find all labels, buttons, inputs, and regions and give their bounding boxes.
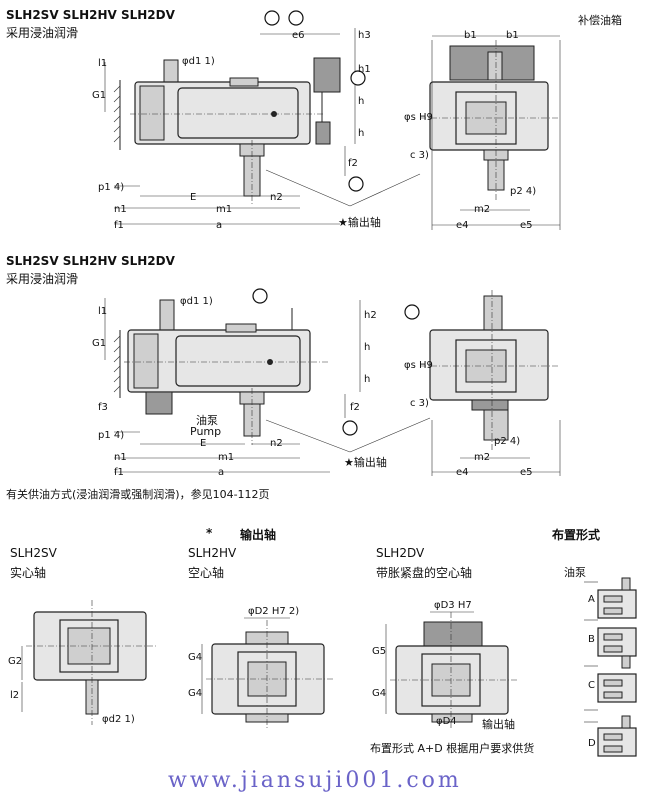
lubrication-note: 有关供油方式(浸油润滑或强制润滑)，参见104-112页 bbox=[6, 488, 270, 501]
dim-c-mid: c 3) bbox=[410, 398, 429, 409]
dim-f2-top: f2 bbox=[348, 158, 358, 169]
thermometer-icon-middle bbox=[252, 288, 268, 304]
comp-tank-label: 补偿油箱 bbox=[578, 14, 622, 27]
dim-G2: G2 bbox=[8, 656, 23, 667]
arr-pump-label: 油泵 bbox=[564, 566, 586, 579]
dim-h-mid-a: h bbox=[364, 342, 371, 353]
output-shaft-header: 输出轴 bbox=[240, 528, 277, 542]
dim-s-top: φs H9 bbox=[404, 112, 433, 123]
dv-desc: 带胀紧盘的空心轴 bbox=[376, 566, 473, 580]
dv-name: SLH2DV bbox=[376, 546, 425, 560]
drain-icon-middle bbox=[342, 420, 358, 436]
dim-l2: l2 bbox=[10, 690, 20, 701]
arr-B: B bbox=[588, 634, 595, 645]
dim-n2-mid: n2 bbox=[270, 438, 283, 449]
output-shaft-label-mid: ★输出轴 bbox=[344, 456, 387, 469]
watermark: www.jiansuji001.com bbox=[168, 768, 462, 793]
dim-D2: φD2 H7 2) bbox=[248, 606, 300, 617]
arrangement-header: 布置形式 bbox=[552, 528, 601, 542]
pump-label-en: Pump bbox=[190, 425, 222, 438]
dim-e6: e6 bbox=[292, 30, 305, 41]
dim-e5-mid: e5 bbox=[520, 467, 533, 478]
dim-p1-mid: p1 4) bbox=[98, 430, 125, 441]
vent-icon-middle bbox=[404, 304, 420, 320]
dim-G4-dv: G4 bbox=[372, 688, 387, 699]
supply-note: 布置形式 A+D 根据用户要求供货 bbox=[370, 742, 535, 755]
hv-name: SLH2HV bbox=[188, 546, 237, 560]
dim-n1-mid: n1 bbox=[114, 452, 127, 463]
middle-front-view bbox=[420, 290, 561, 476]
dim-b1-top-a: b1 bbox=[464, 30, 477, 41]
dim-h-top-b: h bbox=[358, 128, 365, 139]
arr-D: D bbox=[588, 738, 596, 749]
dim-h2-mid: h2 bbox=[364, 310, 377, 321]
dim-m1-mid: m1 bbox=[218, 452, 235, 463]
dim-b1-top-b: b1 bbox=[506, 30, 519, 41]
dim-f1-top: f1 bbox=[114, 220, 124, 231]
dim-D3: φD3 H7 bbox=[434, 600, 472, 611]
dim-n2-top: n2 bbox=[270, 192, 283, 203]
middle-subtitle: 采用浸油润滑 bbox=[6, 272, 79, 286]
dim-a-mid: a bbox=[218, 467, 225, 478]
dim-l1-top: l1 bbox=[98, 58, 108, 69]
arr-A: A bbox=[588, 594, 595, 605]
dim-m2-mid: m2 bbox=[474, 452, 491, 463]
bottom-sv-view bbox=[21, 600, 156, 725]
dim-l1-mid: l1 bbox=[98, 306, 108, 317]
dim-m1-top: m1 bbox=[216, 204, 233, 215]
dim-E-mid: E bbox=[200, 438, 207, 449]
sight-glass-icon-top bbox=[288, 10, 304, 26]
dim-h3: h3 bbox=[358, 30, 371, 41]
sv-desc: 实心轴 bbox=[10, 566, 47, 580]
dim-p1-top: p1 4) bbox=[98, 182, 125, 193]
dim-f3-mid: f3 bbox=[98, 402, 108, 413]
dim-e4-mid: e4 bbox=[456, 467, 469, 478]
pump-label-cn: 油泵 bbox=[196, 414, 218, 427]
dim-G4-hv-a: G4 bbox=[188, 652, 203, 663]
dim-h1: h1 bbox=[358, 64, 371, 75]
top-subtitle: 采用浸油润滑 bbox=[6, 26, 79, 40]
top-front-view bbox=[420, 35, 561, 230]
dim-p2-top: p2 4) bbox=[510, 186, 537, 197]
dim-h-top-a: h bbox=[358, 96, 365, 107]
dim-d1-top: φd1 1) bbox=[182, 56, 215, 67]
middle-title: SLH2SV SLH2HV SLH2DV bbox=[6, 254, 175, 268]
thermometer-icon-top bbox=[264, 10, 280, 26]
dim-f2-mid: f2 bbox=[350, 402, 360, 413]
top-side-view bbox=[104, 10, 421, 225]
arrangement-diagrams bbox=[584, 577, 637, 757]
dim-e4-top: e4 bbox=[456, 220, 469, 231]
dim-h-mid-b: h bbox=[364, 374, 371, 385]
dim-d2: φd2 1) bbox=[102, 714, 135, 725]
dim-s-mid: φs H9 bbox=[404, 360, 433, 371]
dv-output-shaft-label: 输出轴 bbox=[482, 718, 515, 731]
dim-f1-mid: f1 bbox=[114, 467, 124, 478]
bottom-star: * bbox=[206, 526, 213, 540]
dim-E-top: E bbox=[190, 192, 197, 203]
dim-a-top: a bbox=[216, 220, 223, 231]
dim-G5: G5 bbox=[372, 646, 387, 657]
output-shaft-label-top: ★输出轴 bbox=[338, 216, 381, 229]
dim-G1-top: G1 bbox=[92, 90, 107, 101]
arr-C: C bbox=[588, 680, 595, 691]
middle-side-view bbox=[104, 288, 431, 473]
bottom-dv-view bbox=[385, 611, 518, 730]
dim-d1-mid: φd1 1) bbox=[180, 296, 213, 307]
hv-desc: 空心轴 bbox=[188, 566, 225, 580]
dim-e5-top: e5 bbox=[520, 220, 533, 231]
bottom-hv-view bbox=[201, 617, 334, 730]
dim-G4-hv-b: G4 bbox=[188, 688, 203, 699]
dim-n1-top: n1 bbox=[114, 204, 127, 215]
dim-m2-top: m2 bbox=[474, 204, 491, 215]
vent-icon-top bbox=[350, 70, 366, 86]
dim-D4: φD4 bbox=[436, 716, 457, 727]
top-title: SLH2SV SLH2HV SLH2DV bbox=[6, 8, 175, 22]
sv-name: SLH2SV bbox=[10, 546, 57, 560]
drain-icon-top bbox=[348, 176, 364, 192]
dim-p2-mid: p2 4) bbox=[494, 436, 521, 447]
dim-G1-mid: G1 bbox=[92, 338, 107, 349]
dim-c-top: c 3) bbox=[410, 150, 429, 161]
